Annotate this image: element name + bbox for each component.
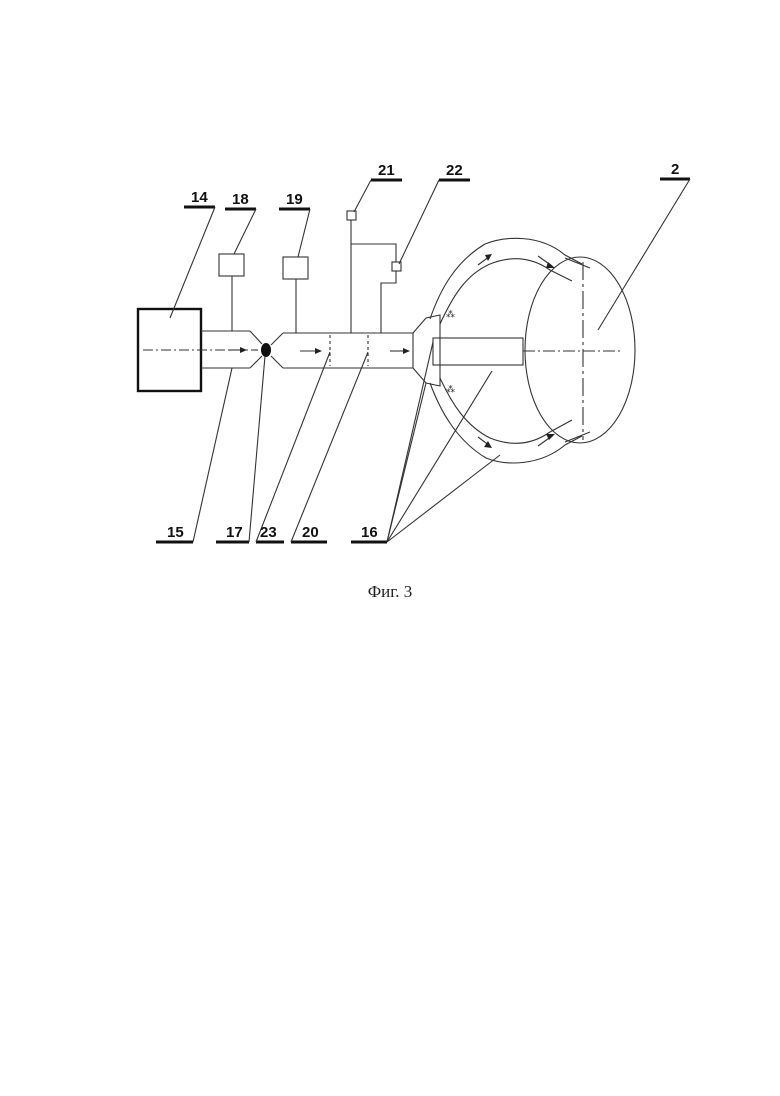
label-2-leader: [598, 179, 690, 330]
label-14-leader: [170, 207, 215, 318]
object-2-flange-top: [565, 258, 590, 268]
label-15-leader: [193, 368, 232, 542]
flow-arrowhead-23: [315, 348, 322, 354]
pipe-20-taper-bottom: [271, 356, 283, 368]
label-16-leader-4: [387, 383, 426, 542]
label-23: 23: [260, 524, 277, 541]
label-20-leader: [291, 352, 368, 542]
label-23-leader: [256, 352, 330, 542]
label-20: 20: [302, 524, 319, 541]
upper-duct-outer: [430, 238, 582, 319]
sensor-22-line: [381, 271, 396, 333]
label-16-leader-2: [387, 371, 492, 542]
upper-duct-arrowhead-1: [485, 254, 492, 261]
label-18: 18: [232, 191, 249, 208]
object-2-flange-bottom: [565, 432, 590, 442]
label-18-leader: [234, 209, 256, 254]
label-14: 14: [191, 189, 208, 206]
flow-arrowhead-15: [240, 347, 247, 353]
label-22-leader: [399, 180, 439, 264]
manifold-16: [413, 315, 440, 386]
sensor-22-wire: [351, 244, 396, 262]
label-17-leader: [249, 356, 265, 542]
label-19-leader: [298, 209, 310, 257]
label-16: 16: [361, 524, 378, 541]
label-21-leader: [354, 180, 371, 212]
lower-duct-inner: [440, 378, 572, 443]
module-18-box: [219, 254, 244, 276]
figure-caption: Фиг. 3: [0, 582, 780, 602]
sensor-21-box: [347, 211, 356, 220]
flow-arrowhead-20: [403, 348, 410, 354]
module-19-box: [283, 257, 308, 279]
pipe-20-taper-top: [271, 333, 283, 345]
pipe-15-taper-top: [250, 331, 262, 344]
lower-duct-outer: [430, 383, 582, 463]
label-2: 2: [671, 161, 679, 178]
upper-duct-inner: [440, 259, 572, 324]
pipe-15-taper-bottom: [250, 356, 262, 368]
orifice-17: [261, 343, 271, 357]
label-15: 15: [167, 524, 184, 541]
small-mark-top: ⁂: [446, 309, 455, 319]
label-22: 22: [446, 162, 463, 179]
label-17: 17: [226, 524, 243, 541]
object-2-body: [525, 257, 635, 443]
central-tube-16: [433, 338, 523, 365]
label-21: 21: [378, 162, 395, 179]
label-19: 19: [286, 191, 303, 208]
